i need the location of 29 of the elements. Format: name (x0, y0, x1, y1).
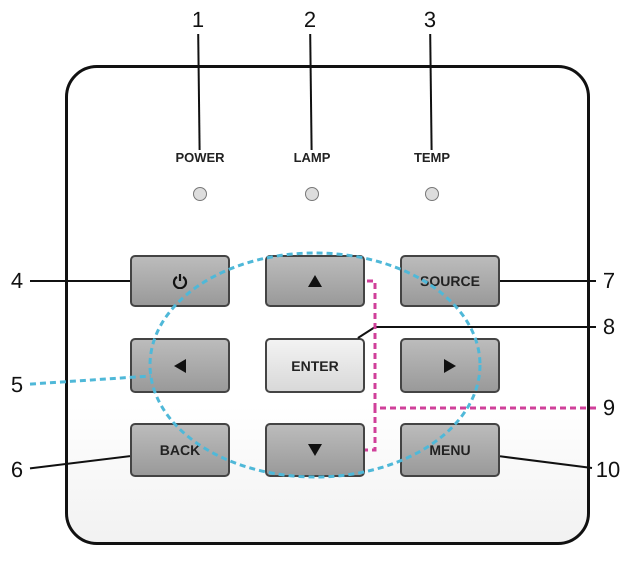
indicator-label: LAMP (294, 150, 330, 165)
leader-line (30, 455, 130, 470)
callout-number: 6 (4, 456, 30, 484)
leader-line (500, 455, 592, 469)
callout-number: 10 (592, 456, 624, 484)
callout-number: 2 (298, 6, 322, 34)
key-button: BACK (130, 423, 230, 477)
callout-number: 8 (596, 313, 622, 341)
callout-number: 3 (418, 6, 442, 34)
callout-number: 7 (596, 267, 622, 295)
key-button (400, 338, 500, 393)
leader-line (357, 326, 596, 339)
key-button (130, 255, 230, 307)
leader-line (30, 280, 130, 282)
dashed-ellipse (148, 252, 482, 478)
leader-line (309, 34, 313, 150)
callout-number: 4 (4, 267, 30, 295)
key-button (130, 338, 230, 393)
indicator-label: POWER (175, 150, 225, 165)
callout-number: 9 (596, 394, 622, 422)
key-button: MENU (400, 423, 500, 477)
callout-number: 5 (4, 371, 30, 399)
callout-number: 1 (186, 6, 210, 34)
leader-line (30, 374, 151, 386)
leader-line (429, 34, 433, 150)
leader-line (197, 34, 201, 150)
indicator-label: TEMP (414, 150, 450, 165)
key-button: SOURCE (400, 255, 500, 307)
leader-line (500, 280, 596, 282)
